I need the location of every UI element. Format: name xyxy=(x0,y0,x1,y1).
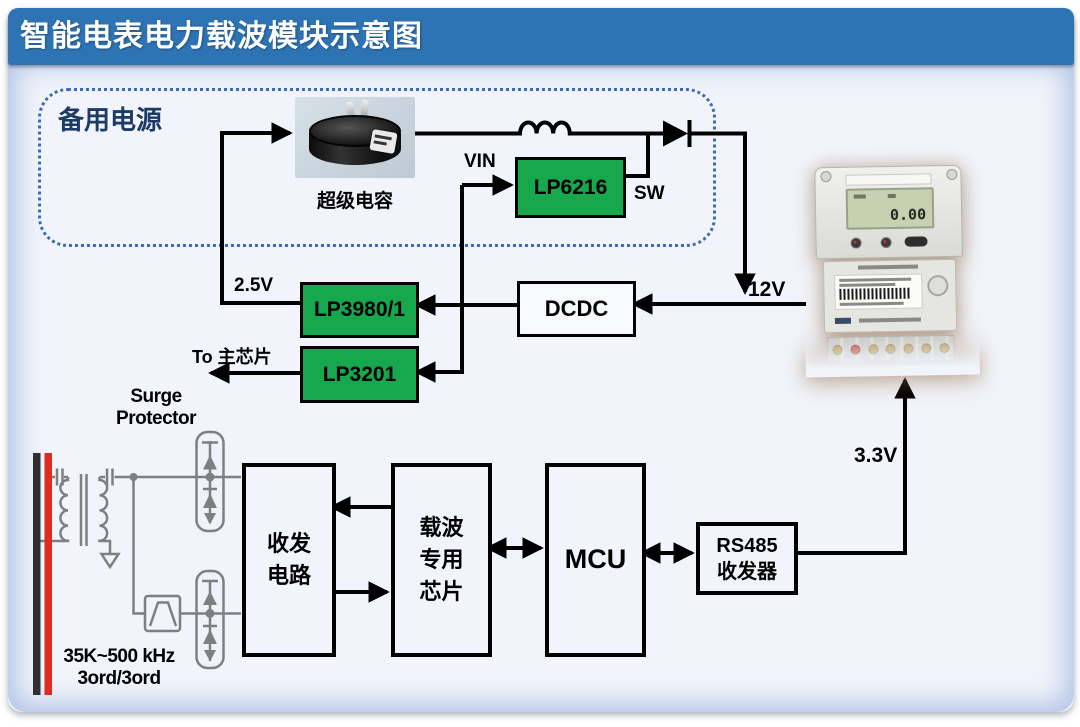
tvs-upper-symbols xyxy=(202,441,218,525)
supercap-label: 超级电容 xyxy=(316,191,393,212)
chip-lp3980: LP3980/1 xyxy=(300,282,419,338)
block-mcu: MCU xyxy=(545,463,646,657)
meter-barcode xyxy=(839,287,910,300)
lcd-segment xyxy=(887,193,896,199)
lcd-segment xyxy=(853,194,866,199)
backup-power-group-outline xyxy=(38,88,716,247)
transformer-secondary-winding xyxy=(98,477,112,553)
screw-icon xyxy=(946,168,958,181)
wire-sw xyxy=(620,135,650,178)
coupling-cap-primary xyxy=(52,468,68,486)
to-main-chip-label: To 主芯片 xyxy=(192,347,272,367)
meter-buttons xyxy=(846,230,930,251)
diode-symbol xyxy=(663,120,688,147)
meter-lower-panel xyxy=(822,258,958,334)
wire-ldo1-to-supercap xyxy=(220,122,300,305)
chip-lp3201: LP3201 xyxy=(300,346,419,403)
meter-text-line xyxy=(839,301,904,306)
supercapacitor-image xyxy=(295,97,415,178)
meter-upper-panel: 0.00 xyxy=(814,164,963,260)
wire-rail-to-lp3201 xyxy=(414,185,464,383)
v12-label: 12V xyxy=(748,278,786,301)
v25-label: 2.5V xyxy=(234,275,274,296)
bus-bar-black xyxy=(33,453,41,695)
meter-seal-button xyxy=(927,275,949,297)
smart-meter-image: 0.00 xyxy=(805,164,980,378)
meter-lcd: 0.00 xyxy=(845,187,935,230)
chip-lp6216: LP6216 xyxy=(515,157,626,218)
bandpass-curve-icon xyxy=(148,601,178,627)
lcd-reading: 0.00 xyxy=(889,205,927,225)
meter-logo xyxy=(834,317,852,324)
page-title: 智能电表电力载波模块示意图 xyxy=(20,20,423,53)
meter-button-icon xyxy=(850,237,862,249)
coupling-cap-secondary xyxy=(99,468,133,486)
meter-name-strip xyxy=(845,173,932,186)
screw-icon xyxy=(820,171,832,183)
backup-power-label: 备用电源 xyxy=(58,105,163,135)
meter-button-icon xyxy=(880,236,892,249)
sw-label: SW xyxy=(634,183,665,204)
line-coupling-circuit xyxy=(40,430,241,670)
block-carrier-chip: 载波 专用 芯片 xyxy=(391,463,492,657)
block-dcdc: DCDC xyxy=(517,281,636,337)
vin-label: VIN xyxy=(464,151,496,172)
filter-spec-label: 35K~500 kHz 3ord/3ord xyxy=(63,646,175,689)
wire-rs485-to-meter xyxy=(790,377,916,555)
block-transceiver: 收发 电路 xyxy=(242,463,336,657)
supercap-sticker xyxy=(369,128,398,155)
meter-ir-window xyxy=(904,236,928,247)
meter-text-line xyxy=(839,282,896,287)
signal-branch-down xyxy=(132,477,145,615)
title-bar: 智能电表电力载波模块示意图 xyxy=(8,8,1074,65)
meter-text-line xyxy=(839,277,912,282)
tvs-lower-symbols xyxy=(202,579,218,662)
surge-protector-label: Surge Protector xyxy=(116,386,196,429)
meter-photo-fade xyxy=(805,332,980,378)
wire-supercap-inductor xyxy=(413,120,663,136)
v33-label: 3.3V xyxy=(854,444,898,467)
block-rs485: RS485 收发器 xyxy=(696,522,798,595)
meter-text-line xyxy=(858,317,921,323)
transformer-core xyxy=(79,474,88,546)
bus-bar-red xyxy=(44,453,52,695)
power-wiring xyxy=(208,120,916,603)
ground-symbol xyxy=(99,552,121,570)
meter-text-line xyxy=(857,264,919,270)
meter-info-label xyxy=(834,273,923,310)
wire-diode-to-12v-rail xyxy=(688,131,756,295)
transformer-primary-winding xyxy=(40,477,70,543)
